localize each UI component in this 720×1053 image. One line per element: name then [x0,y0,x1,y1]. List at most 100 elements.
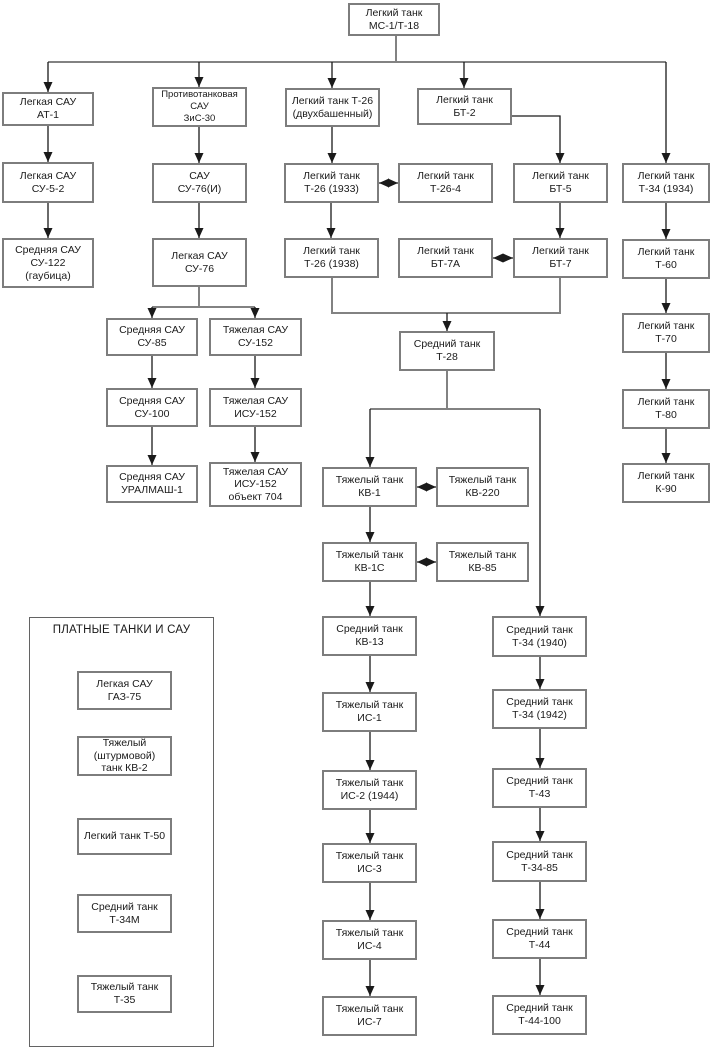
node-is4: Тяжелый танк ИС-4 [322,920,417,960]
node-label-bt7: Легкий танк БТ-7 [532,245,589,270]
node-bt7: Легкий танк БТ-7 [513,238,608,278]
node-label-is4: Тяжелый танк ИС-4 [335,927,404,952]
node-at1: Легкая САУ АТ-1 [2,92,94,126]
node-t35: Тяжелый танк Т-35 [77,975,172,1013]
node-label-uralmash1: Средняя САУ УРАЛМАШ-1 [119,471,185,496]
node-ms1: Легкий танк МС-1/Т-18 [348,3,440,36]
node-isu152_704: Тяжелая САУ ИСУ-152 объект 704 [209,462,302,507]
node-label-t44_100: Средний танк Т-44-100 [506,1002,573,1027]
node-kv1s: Тяжелый танк КВ-1С [322,542,417,582]
node-t34_1934: Легкий танк Т-34 (1934) [622,163,710,203]
node-is1: Тяжелый танк ИС-1 [322,692,417,732]
node-label-t26_1933: Легкий танк Т-26 (1933) [303,170,360,195]
node-t44: Средний танк Т-44 [492,919,587,959]
node-label-kv1s: Тяжелый танк КВ-1С [335,549,404,574]
node-su100: Средняя САУ СУ-100 [106,388,198,427]
node-label-su152: Тяжелая САУ СУ-152 [222,324,289,349]
node-label-su76i: САУ СУ-76(И) [177,170,222,195]
node-label-t26tt: Легкий танк Т-26 (двухбашенный) [291,94,374,120]
node-label-at1: Легкая САУ АТ-1 [19,96,77,121]
node-t43: Средний танк Т-43 [492,768,587,808]
node-label-kv85: Тяжелый танк КВ-85 [448,549,517,574]
node-t28: Средний танк Т-28 [399,331,495,371]
node-t44_100: Средний танк Т-44-100 [492,995,587,1035]
node-t60: Легкий танк Т-60 [622,239,710,279]
node-label-t28: Средний танк Т-28 [413,338,481,363]
node-label-bt7a: Легкий танк БТ-7А [417,245,474,270]
node-su76i: САУ СУ-76(И) [152,163,247,203]
node-label-kv1: Тяжелый танк КВ-1 [335,474,404,499]
node-label-kv2: Тяжелый (штурмовой) танк КВ-2 [93,737,156,775]
node-label-t43: Средний танк Т-43 [506,775,573,800]
node-label-t35: Тяжелый танк Т-35 [90,981,159,1006]
node-label-su122: Средняя САУ СУ-122 (гаубица) [15,243,81,282]
node-kv13: Средний танк КВ-13 [322,616,417,656]
node-t70: Легкий танк Т-70 [622,313,710,353]
edge [331,278,447,314]
node-label-is2_1944: Тяжелый танк ИС-2 (1944) [335,777,404,802]
edge [447,278,561,314]
node-label-su76: Легкая САУ СУ-76 [171,249,228,275]
node-label-is1: Тяжелый танк ИС-1 [335,699,404,724]
node-t34_1942: Средний танк Т-34 (1942) [492,689,587,729]
node-label-is3: Тяжелый танк ИС-3 [335,850,404,875]
node-t80: Легкий танк Т-80 [622,389,710,429]
node-label-t26_1938: Легкий танк Т-26 (1938) [303,245,360,270]
node-bt7a: Легкий танк БТ-7А [398,238,493,278]
node-bt5: Легкий танк БТ-5 [513,163,608,203]
node-label-t34_85: Средний танк Т-34-85 [506,848,573,874]
node-is2_1944: Тяжелый танк ИС-2 (1944) [322,770,417,810]
node-t26_1938: Легкий танк Т-26 (1938) [284,238,379,278]
node-label-t60: Легкий танк Т-60 [637,246,695,271]
node-label-su100: Средняя САУ СУ-100 [119,394,185,420]
node-label-gaz75: Легкая САУ ГАЗ-75 [96,677,153,703]
node-t50: Легкий танк Т-50 [77,818,172,855]
node-is7: Тяжелый танк ИС-7 [322,996,417,1036]
node-label-kv220: Тяжелый танк КВ-220 [448,474,517,499]
node-label-isu152: Тяжелая САУ ИСУ-152 [222,394,289,420]
node-su52: Легкая САУ СУ-5-2 [2,162,94,203]
node-isu152: Тяжелая САУ ИСУ-152 [209,388,302,427]
node-label-t34_1942: Средний танк Т-34 (1942) [506,696,573,721]
node-label-t34_1934: Легкий танк Т-34 (1934) [637,170,695,195]
node-label-t80: Легкий танк Т-80 [637,396,695,421]
node-label-t70: Легкий танк Т-70 [637,320,695,345]
node-is3: Тяжелый танк ИС-3 [322,843,417,883]
node-t26_4: Легкий танк Т-26-4 [398,163,493,203]
node-label-isu152_704: Тяжелая САУ ИСУ-152 объект 704 [222,465,289,503]
node-su152: Тяжелая САУ СУ-152 [209,318,302,356]
node-label-su52: Легкая САУ СУ-5-2 [19,169,77,195]
node-su76: Легкая САУ СУ-76 [152,238,247,287]
node-t34_1940: Средний танк Т-34 (1940) [492,616,587,657]
node-label-t34m: Средний танк Т-34М [91,900,158,926]
node-k90: Легкий танк К-90 [622,463,710,503]
node-label-ms1: Легкий танк МС-1/Т-18 [365,6,423,32]
node-label-is7: Тяжелый танк ИС-7 [335,1003,404,1028]
node-label-kv13: Средний танк КВ-13 [336,623,403,648]
node-t34_85: Средний танк Т-34-85 [492,841,587,882]
node-t34m: Средний танк Т-34М [77,894,172,933]
node-kv2: Тяжелый (штурмовой) танк КВ-2 [77,736,172,776]
node-kv85: Тяжелый танк КВ-85 [436,542,529,582]
node-label-bt2: Легкий танк БТ-2 [436,93,493,119]
node-t26tt: Легкий танк Т-26 (двухбашенный) [285,88,380,127]
edge [512,115,565,163]
node-label-t44: Средний танк Т-44 [506,926,573,951]
node-uralmash1: Средняя САУ УРАЛМАШ-1 [106,465,198,503]
node-su122: Средняя САУ СУ-122 (гаубица) [2,238,94,288]
node-kv220: Тяжелый танк КВ-220 [436,467,529,507]
node-bt2: Легкий танк БТ-2 [417,88,512,125]
node-label-t34_1940: Средний танк Т-34 (1940) [506,623,573,649]
node-label-su85: Средняя САУ СУ-85 [119,324,185,349]
node-kv1: Тяжелый танк КВ-1 [322,467,417,507]
node-su85: Средняя САУ СУ-85 [106,318,198,356]
premium-section-title: ПЛАТНЫЕ ТАНКИ И САУ [52,624,191,636]
node-label-k90: Легкий танк К-90 [637,470,695,495]
node-label-t26_4: Легкий танк Т-26-4 [417,170,474,195]
node-label-t50: Легкий танк Т-50 [83,830,166,842]
node-t26_1933: Легкий танк Т-26 (1933) [284,163,379,203]
node-label-bt5: Легкий танк БТ-5 [532,170,589,195]
node-label-zis30: Противотанковая САУ ЗиС-30 [161,89,238,124]
